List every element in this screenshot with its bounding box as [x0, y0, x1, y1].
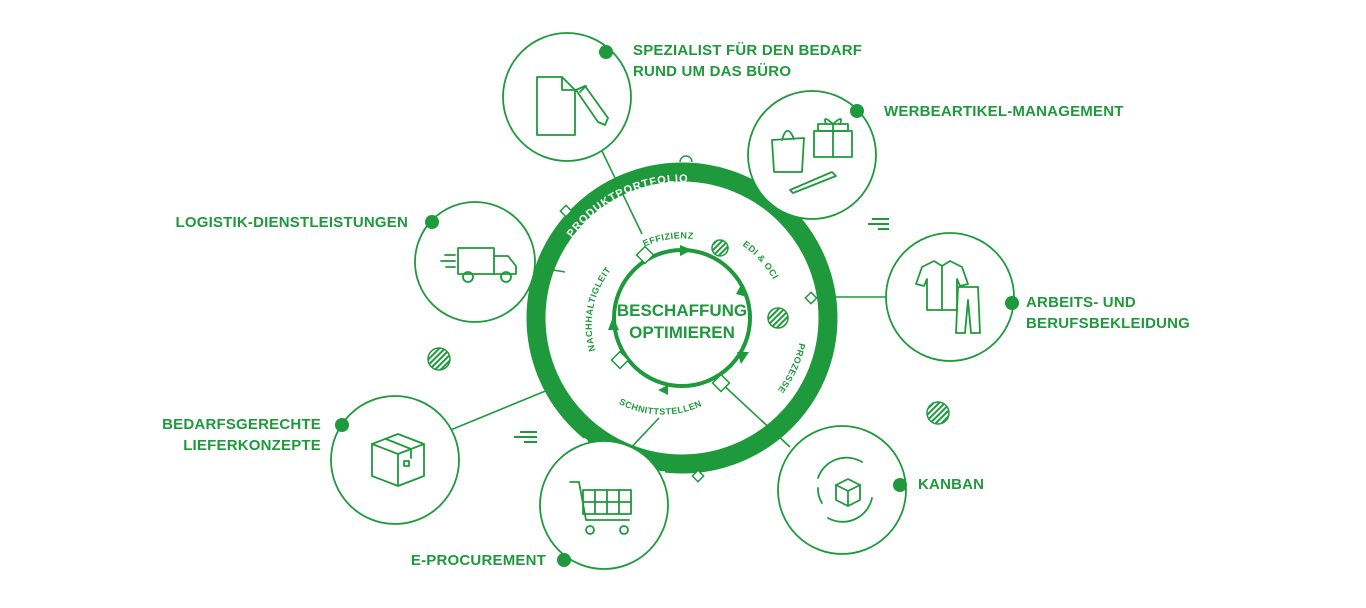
cycle-nodes — [610, 245, 731, 393]
cycle-arrows — [608, 245, 749, 395]
decor-hatched-dots — [427, 307, 950, 425]
cycle-label-nachhaltigkeit: NACHHALTIGLEIT — [584, 265, 613, 353]
label-buero: SPEZIALIST FÜR DEN BEDARF RUND UM DAS BÜ… — [633, 42, 863, 80]
label-eproc: E-PROCUREMENT — [410, 552, 546, 569]
node-circle-liefer — [330, 395, 460, 525]
center-title-line1: BESCHAFFUNG — [617, 301, 747, 320]
node-circle-buero — [502, 32, 632, 162]
cycle-label-edi: EDI & OCI — [741, 239, 780, 281]
label-werbe: WERBEARTIKEL-MANAGEMENT — [884, 103, 1124, 120]
box-cycle-icon — [817, 456, 873, 523]
label-liefer: BEDARFSGERECHTE LIEFERKONZEPTE — [162, 416, 321, 454]
label-dots — [335, 45, 1019, 567]
label-kanban: KANBAN — [918, 476, 985, 493]
cycle-label-schnittstellen: SCHNITTSTELLEN — [618, 396, 704, 416]
shirt-trousers-icon — [915, 260, 981, 334]
label-logistik: LOGISTIK-DIENSTLEISTUNGEN — [175, 214, 408, 231]
node-circle-logistik — [414, 201, 536, 323]
shopping-cart-icon — [569, 481, 632, 535]
gift-bag-pen-icon — [771, 118, 853, 194]
node-circle-werbe — [747, 90, 877, 220]
package-box-icon — [371, 433, 425, 487]
decor-speed-lines — [514, 218, 889, 443]
cycle-label-effizienz: EFFIZIENZ — [641, 230, 694, 248]
hatched-dot — [711, 239, 729, 257]
node-circles — [330, 32, 1015, 570]
outer-ring — [526, 162, 838, 474]
node-circle-kanban — [777, 425, 907, 555]
label-arbeit: ARBEITS- UND BERUFSBEKLEIDUNG — [1026, 294, 1191, 332]
node-circle-eproc — [539, 440, 669, 570]
center-title-line2: OPTIMIEREN — [629, 323, 735, 342]
ring-markers — [559, 155, 818, 483]
node-circle-arbeit — [885, 232, 1015, 362]
document-pencil-icon — [536, 76, 609, 136]
delivery-truck-icon — [440, 247, 517, 283]
